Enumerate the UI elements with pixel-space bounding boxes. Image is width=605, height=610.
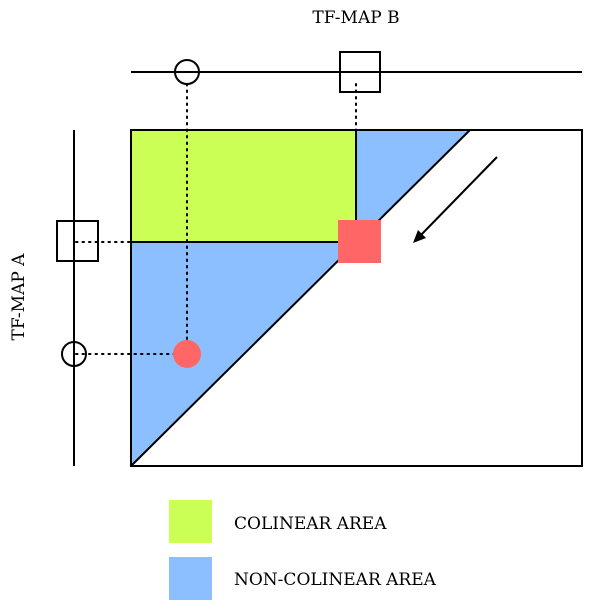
legend-swatch-colinear xyxy=(169,500,212,543)
legend-swatch-non-colinear xyxy=(169,557,212,600)
top-axis-square-marker xyxy=(339,51,381,93)
direction-arrow-head xyxy=(413,230,426,243)
left-axis-circle-marker xyxy=(61,341,87,367)
colinear-area xyxy=(131,130,356,242)
red-square-marker xyxy=(338,220,381,263)
red-circle-marker xyxy=(173,340,201,368)
legend-label-colinear: COLINEAR AREA xyxy=(234,514,387,534)
left-axis-label: TF-MAP A xyxy=(9,253,29,341)
left-axis-square-marker xyxy=(56,220,99,262)
legend: COLINEAR AREA NON-COLINEAR AREA xyxy=(169,500,437,600)
diagonal-line xyxy=(130,129,471,467)
direction-arrow-shaft xyxy=(419,156,498,237)
top-axis-circle-marker xyxy=(174,59,200,85)
legend-label-non-colinear: NON-COLINEAR AREA xyxy=(234,570,437,590)
top-axis-label: TF-MAP B xyxy=(312,8,399,28)
